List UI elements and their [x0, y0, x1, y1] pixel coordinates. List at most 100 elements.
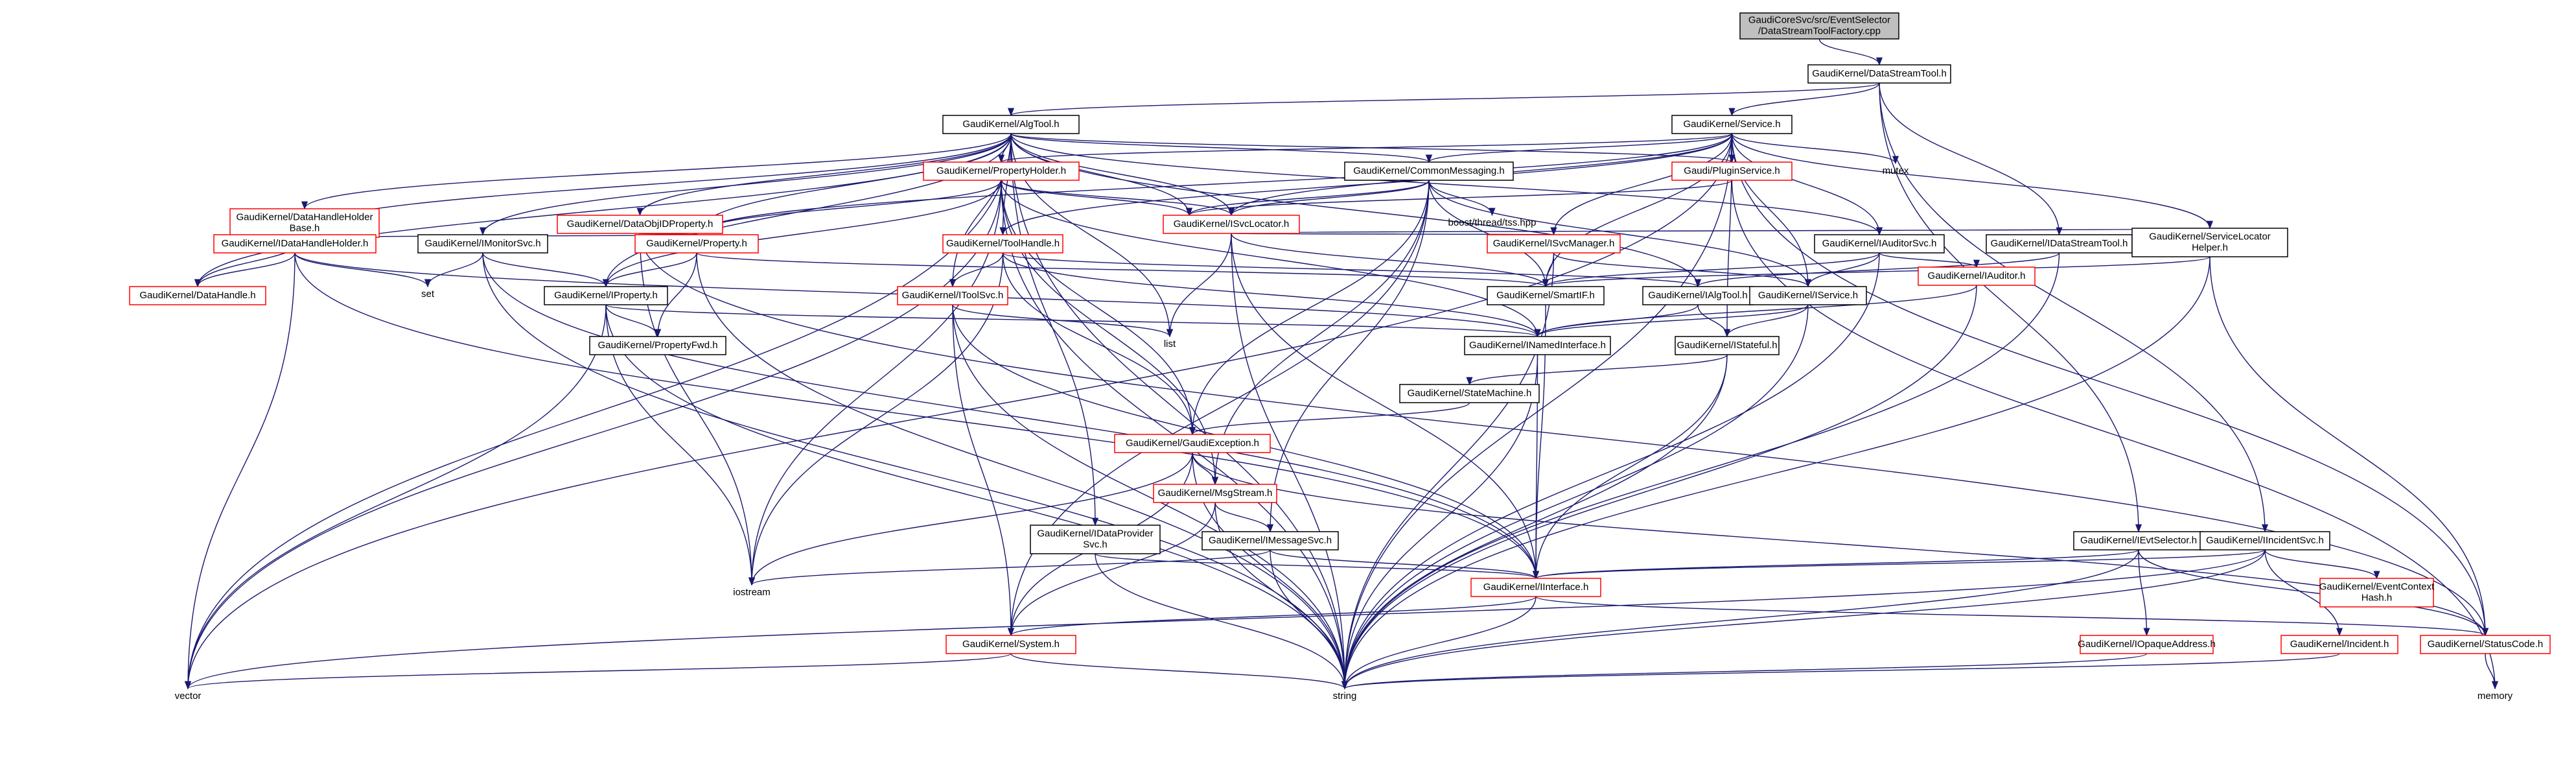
- node-system[interactable]: GaudiKernel/System.h: [946, 635, 1076, 654]
- node-label-isvcmanager: GaudiKernel/ISvcManager.h: [1493, 238, 1615, 249]
- node-algtool[interactable]: GaudiKernel/AlgTool.h: [942, 115, 1080, 134]
- edge-algtool-to-toolhandle: [999, 133, 1012, 236]
- node-memory: memory: [2477, 691, 2513, 702]
- node-box-statuscode: [2420, 635, 2551, 654]
- node-iproperty[interactable]: GaudiKernel/IProperty.h: [544, 286, 668, 305]
- edge-service-to-smartif: [1542, 133, 1733, 288]
- node-label-msgstream: GaudiKernel/MsgStream.h: [1158, 488, 1273, 499]
- node-interface[interactable]: GaudiKernel/IInterface.h: [1470, 578, 1601, 597]
- node-inamed[interactable]: GaudiKernel/INamedInterface.h: [1464, 336, 1611, 355]
- edge-service-to-mutex: [1731, 133, 1899, 165]
- edge-idatastreamtool-to-ialgtool: [1695, 252, 2060, 288]
- node-commonmsg[interactable]: GaudiKernel/CommonMessaging.h: [1344, 161, 1514, 181]
- node-box-iincidentsvc: [2199, 531, 2330, 550]
- edge-commonmsg-to-isvclocator: [1228, 180, 1430, 217]
- node-iservice[interactable]: GaudiKernel/IService.h: [1749, 286, 1867, 305]
- node-incident[interactable]: GaudiKernel/Incident.h: [2280, 635, 2398, 654]
- node-idhholder[interactable]: GaudiKernel/IDataHandleHolder.h: [213, 234, 377, 254]
- node-iauditorsvc[interactable]: GaudiKernel/IAuditorSvc.h: [1814, 234, 1945, 254]
- node-pluginsvc[interactable]: Gaudi/PluginService.h: [1671, 161, 1793, 181]
- node-iopaque[interactable]: GaudiKernel/IOpaqueAddress.h: [2078, 635, 2216, 654]
- node-toolhandle[interactable]: GaudiKernel/ToolHandle.h: [942, 234, 1063, 254]
- node-ievtselector[interactable]: GaudiKernel/IEvtSelector.h: [2073, 531, 2204, 550]
- edge-isvclocator-to-smartif: [1231, 233, 1549, 288]
- node-dst[interactable]: GaudiKernel/DataStreamTool.h: [1807, 64, 1951, 84]
- edge-idataprovider-to-string: [1095, 553, 1348, 690]
- edge-commonmsg-to-imessagesvc: [1266, 180, 1430, 533]
- node-service[interactable]: GaudiKernel/Service.h: [1671, 115, 1793, 134]
- node-root[interactable]: GaudiCoreSvc/src/EventSelector/DataStrea…: [1739, 12, 1899, 40]
- node-isvcmanager[interactable]: GaudiKernel/ISvcManager.h: [1487, 234, 1621, 254]
- edge-service-to-toolhandle: [999, 133, 1733, 236]
- node-box-propertyfwd: [589, 336, 726, 355]
- node-box-incident: [2280, 635, 2398, 654]
- node-label-pluginsvc: Gaudi/PluginService.h: [1684, 165, 1780, 176]
- edge-toolhandle-to-ialgtool: [1002, 252, 1701, 288]
- edge-algtool-to-imonitorsvc: [480, 133, 1012, 236]
- node-datahandle[interactable]: GaudiKernel/DataHandle.h: [129, 286, 266, 305]
- edge-toolhandle-to-itoolsvc: [949, 252, 1004, 288]
- node-ialgtool[interactable]: GaudiKernel/IAlgTool.h: [1642, 286, 1754, 305]
- node-iauditor[interactable]: GaudiKernel/IAuditor.h: [1918, 266, 2036, 286]
- edge-isvclocator-to-string: [1231, 233, 1349, 690]
- edge-ievtselector-to-iopaque: [2138, 549, 2150, 637]
- node-itoolsvc[interactable]: GaudiKernel/IToolSvc.h: [897, 286, 1008, 305]
- node-isvclocator[interactable]: GaudiKernel/ISvcLocator.h: [1163, 215, 1300, 234]
- edge-algtool-to-ialgtool: [1010, 133, 1701, 288]
- edge-dst-to-idatastreamtool: [1879, 82, 2063, 236]
- node-label-idataprovider: Svc.h: [1083, 539, 1108, 550]
- node-label-statemachine: GaudiKernel/StateMachine.h: [1408, 388, 1532, 399]
- node-statuscode[interactable]: GaudiKernel/StatusCode.h: [2420, 635, 2551, 654]
- edge-ialgtool-to-inamed: [1534, 304, 1699, 338]
- node-label-imonitorsvc: GaudiKernel/IMonitorSvc.h: [424, 238, 540, 249]
- node-box-isvcmanager: [1487, 234, 1621, 254]
- node-iincidentsvc[interactable]: GaudiKernel/IIncidentSvc.h: [2199, 531, 2330, 550]
- node-msgstream[interactable]: GaudiKernel/MsgStream.h: [1153, 484, 1277, 503]
- node-smartif[interactable]: GaudiKernel/SmartIF.h: [1487, 286, 1605, 305]
- node-propholder[interactable]: GaudiKernel/PropertyHolder.h: [923, 161, 1080, 181]
- node-box-eventctx: [2319, 578, 2434, 608]
- edge-imonitorsvc-to-iproperty: [482, 252, 609, 288]
- node-box-gaudiexc: [1114, 434, 1271, 453]
- edge-istateful-to-string: [1341, 354, 1728, 690]
- node-mutex: mutex: [1883, 165, 1909, 176]
- node-label-boostthread: boost/thread/tss.hpp: [1448, 217, 1537, 228]
- edge-isvcmanager-to-string: [1341, 252, 1555, 690]
- node-propertyfwd[interactable]: GaudiKernel/PropertyFwd.h: [589, 336, 726, 355]
- node-label-algtool: GaudiKernel/AlgTool.h: [962, 119, 1059, 130]
- edge-service-to-commonmsg: [1426, 133, 1733, 163]
- node-gaudiexc[interactable]: GaudiKernel/GaudiException.h: [1114, 434, 1271, 453]
- edge-service-to-iservice: [1731, 133, 1812, 288]
- edge-property-to-string: [696, 252, 1349, 690]
- node-label-imessagesvc: GaudiKernel/IMessageSvc.h: [1209, 535, 1332, 546]
- node-imonitorsvc[interactable]: GaudiKernel/IMonitorSvc.h: [417, 234, 548, 254]
- edge-property-to-propertyfwd: [654, 252, 697, 338]
- node-box-svclochelper: [2131, 228, 2288, 257]
- node-statemachine[interactable]: GaudiKernel/StateMachine.h: [1399, 384, 1540, 403]
- edge-itoolsvc-to-list: [952, 304, 1173, 338]
- node-box-dhholderbase: [229, 208, 380, 238]
- node-box-imonitorsvc: [417, 234, 548, 254]
- node-dataobjid[interactable]: GaudiKernel/DataObjIDProperty.h: [557, 215, 723, 234]
- node-box-idhholder: [213, 234, 377, 254]
- node-label-dst: GaudiKernel/DataStreamTool.h: [1812, 68, 1947, 79]
- node-label-propertyfwd: GaudiKernel/PropertyFwd.h: [598, 340, 717, 351]
- node-imessagesvc[interactable]: GaudiKernel/IMessageSvc.h: [1201, 531, 1339, 550]
- node-idatastreamtool[interactable]: GaudiKernel/IDataStreamTool.h: [1986, 234, 2133, 254]
- edge-dst-to-ievtselector: [1879, 82, 2142, 533]
- node-label-iauditorsvc: GaudiKernel/IAuditorSvc.h: [1822, 238, 1937, 249]
- node-box-root: [1739, 12, 1899, 40]
- edge-svclochelper-to-string: [1341, 256, 2210, 690]
- edge-imonitorsvc-to-interface: [482, 252, 1539, 580]
- node-label-datahandle: GaudiKernel/DataHandle.h: [139, 290, 255, 301]
- node-property[interactable]: GaudiKernel/Property.h: [634, 234, 759, 254]
- edge-iproperty-to-inamed: [605, 304, 1540, 338]
- node-box-datahandle: [129, 286, 266, 305]
- node-label-istateful: GaudiKernel/IStateful.h: [1677, 340, 1777, 351]
- node-istateful[interactable]: GaudiKernel/IStateful.h: [1675, 336, 1780, 355]
- node-box-service: [1671, 115, 1793, 134]
